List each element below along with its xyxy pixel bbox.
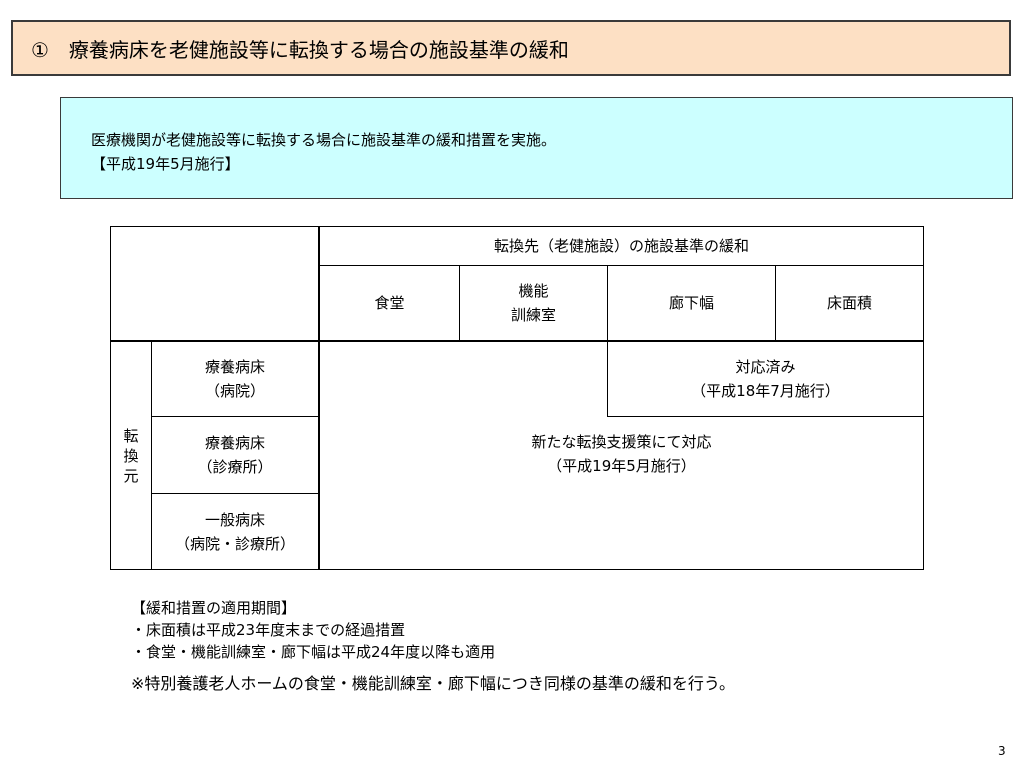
row-hospital-longterm: 療養病床 （病院）: [152, 342, 318, 416]
status-new-measure: 新たな転換支援策にて対応 （平成19年5月施行）: [320, 421, 923, 487]
notes-item-2: ・食堂・機能訓練室・廊下幅は平成24年度以降も適用: [131, 643, 496, 661]
page-title-text: ① 療養病床を老健施設等に転換する場合の施設基準の緩和: [31, 37, 569, 62]
row-group-char-1: 転: [123, 426, 139, 445]
page-title: ① 療養病床を老健施設等に転換する場合の施設基準の緩和: [11, 20, 1011, 76]
row-general-bed-line-1: 一般病床: [204, 510, 265, 529]
row-hospital-longterm-line-2: （病院）: [204, 382, 265, 400]
row-hospital-longterm-line-1: 療養病床: [204, 358, 265, 376]
column-training-room: 機能 訓練室: [460, 266, 607, 340]
status-done: 対応済み （平成18年7月施行）: [608, 342, 923, 416]
column-training-room-line-2: 訓練室: [510, 306, 556, 324]
header-destination: 転換先（老健施設）の施設基準の緩和: [493, 237, 749, 255]
row-clinic-longterm-line-2: （診療所）: [197, 458, 273, 476]
summary-line-2: 【平成19年5月施行】: [91, 155, 240, 173]
status-done-line-1: 対応済み: [735, 358, 796, 376]
status-done-line-2: （平成18年7月施行）: [691, 382, 840, 400]
notes-section: 【緩和措置の適用期間】 ・床面積は平成23年度末までの経過措置 ・食堂・機能訓練…: [131, 597, 735, 695]
page-number: 3: [998, 744, 1006, 758]
summary-line-1: 医療機関が老健施設等に転換する場合に施設基準の緩和措置を実施。: [91, 131, 557, 149]
status-new-measure-line-2: （平成19年5月施行）: [547, 457, 696, 475]
notes-heading: 【緩和措置の適用期間】: [131, 599, 297, 617]
row-clinic-longterm-line-1: 療養病床: [204, 434, 265, 452]
column-floor-area: 床面積: [826, 294, 872, 312]
status-new-measure-line-1: 新たな転換支援策にて対応: [531, 433, 712, 451]
row-group-label: 転 換 元: [111, 342, 151, 569]
row-group-char-2: 換: [123, 446, 139, 465]
row-general-bed: 一般病床 （病院・診療所）: [152, 494, 318, 569]
summary-box: 医療機関が老健施設等に転換する場合に施設基準の緩和措置を実施。 【平成19年5月…: [60, 97, 1013, 199]
row-general-bed-line-2: （病院・診療所）: [174, 534, 295, 553]
row-clinic-longterm: 療養病床 （診療所）: [152, 417, 318, 493]
column-corridor-width: 廊下幅: [668, 294, 714, 312]
row-group-char-3: 元: [123, 466, 139, 485]
relaxation-table: 転換先（老健施設）の施設基準の緩和 食堂 機能 訓練室 廊下幅 床面積 転 換 …: [110, 226, 924, 570]
notes-item-1: ・床面積は平成23年度末までの経過措置: [131, 621, 406, 639]
column-training-room-line-1: 機能: [518, 282, 549, 300]
column-dining: 食堂: [374, 294, 405, 312]
notes-extra: ※特別養護老人ホームの食堂・機能訓練室・廊下幅につき同様の基準の緩和を行う。: [131, 674, 735, 693]
